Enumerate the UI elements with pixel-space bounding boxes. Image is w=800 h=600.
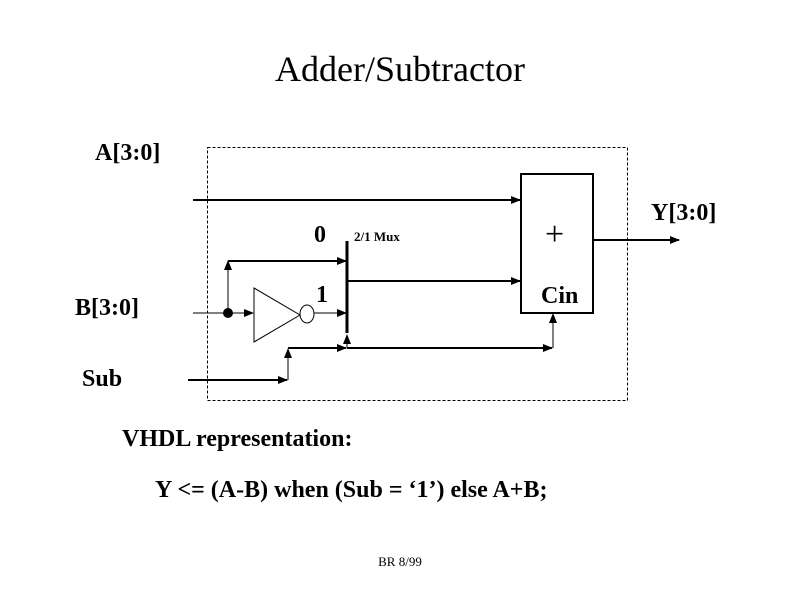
label-b-input: B[3:0] — [75, 295, 139, 321]
label-mux-input-0: 0 — [314, 222, 326, 248]
label-mux: 2/1 Mux — [354, 229, 400, 244]
label-carry-in: Cin — [541, 283, 579, 309]
slide-footer: BR 8/99 — [378, 554, 422, 569]
adder-plus-symbol: + — [545, 216, 565, 253]
adder-block — [520, 173, 594, 314]
vhdl-heading: VHDL representation: — [122, 426, 353, 452]
dashed-boundary — [207, 147, 628, 401]
vhdl-code: Y <= (A-B) when (Sub = ‘1’) else A+B; — [155, 477, 548, 503]
label-mux-input-1: 1 — [316, 282, 328, 308]
inverter-icon — [253, 287, 301, 343]
label-y-output: Y[3:0] — [651, 200, 717, 226]
inverter-bubble — [299, 304, 315, 324]
slide-title: Adder/Subtractor — [275, 49, 525, 89]
label-sub-input: Sub — [82, 366, 123, 392]
label-a-input: A[3:0] — [95, 140, 161, 166]
